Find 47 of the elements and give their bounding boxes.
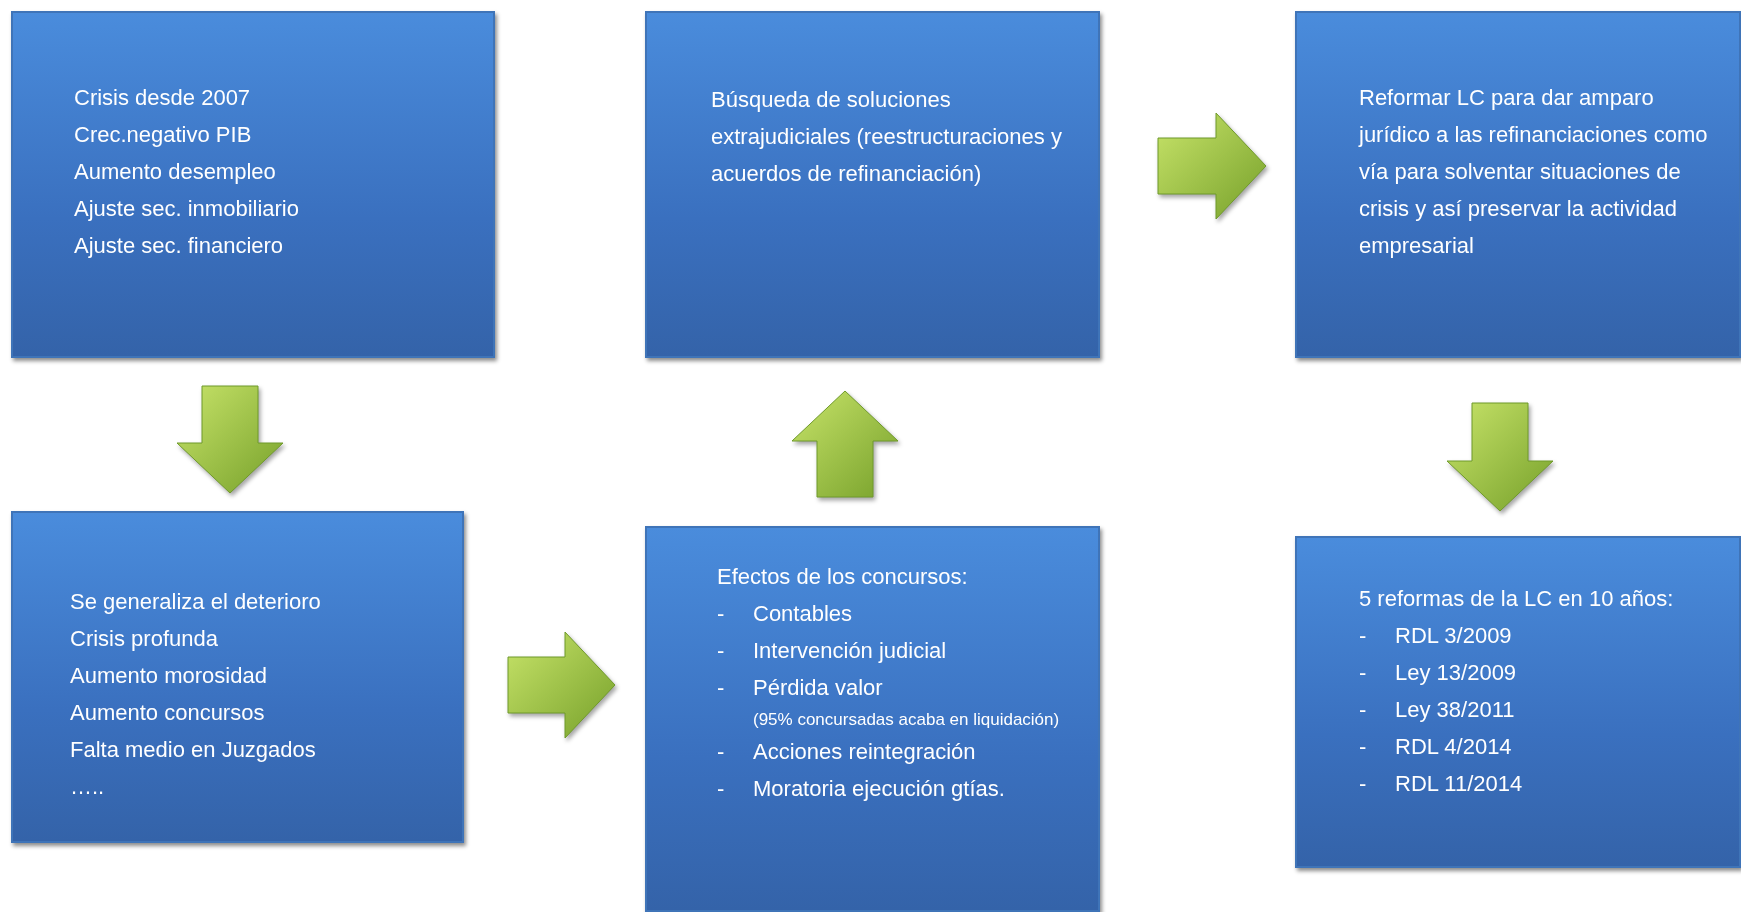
list-dash: - bbox=[717, 600, 725, 628]
list-item-text: RDL 4/2014 bbox=[1395, 734, 1512, 759]
list-dash: - bbox=[717, 775, 725, 803]
box-text: ….. bbox=[70, 773, 106, 801]
list-dash: - bbox=[717, 637, 725, 665]
box-text: Aumento concursos bbox=[70, 699, 266, 727]
process-box bbox=[1295, 536, 1741, 868]
process-box bbox=[11, 11, 495, 358]
list-item-text: Ley 38/2011 bbox=[1395, 697, 1515, 722]
process-box bbox=[645, 526, 1100, 912]
box-text: Reformar LC para dar amparo jurídico a las refinanciaciones como vía para solventar situaciones de crisis y así preservar la actividad empresarial bbox=[1359, 84, 1709, 260]
list-item-text: Pérdida valor bbox=[753, 675, 883, 700]
box-text: Crisis profunda bbox=[70, 625, 219, 653]
block-arrow bbox=[1157, 112, 1267, 220]
process-box bbox=[1295, 11, 1741, 358]
block-arrow bbox=[791, 390, 899, 498]
list-item-text: RDL 3/2009 bbox=[1395, 623, 1512, 648]
list-dash: - bbox=[1359, 733, 1367, 761]
box-text: Crisis desde 2007 bbox=[74, 84, 252, 112]
box-text: Ajuste sec. inmobiliario bbox=[74, 195, 300, 223]
block-arrow bbox=[507, 631, 616, 739]
list-dash: - bbox=[717, 674, 725, 702]
process-box bbox=[645, 11, 1100, 358]
box-text: Efectos de los concursos: bbox=[717, 563, 969, 591]
list-item-text: Contables bbox=[753, 601, 853, 626]
list-item-text: RDL 11/2014 bbox=[1395, 771, 1523, 796]
block-arrow bbox=[176, 385, 284, 494]
box-text: 5 reformas de la LC en 10 años: bbox=[1359, 585, 1675, 613]
list-item-text: Intervención judicial bbox=[753, 638, 947, 663]
list-dash: - bbox=[717, 738, 725, 766]
list-dash: - bbox=[1359, 696, 1367, 724]
box-text: Ajuste sec. financiero bbox=[74, 232, 285, 260]
list-item-text: Acciones reintegración bbox=[753, 739, 976, 764]
note-text: (95% concursadas acaba en liquidación) bbox=[753, 709, 1061, 731]
list-dash: - bbox=[1359, 622, 1367, 650]
box-text: Crec.negativo PIB bbox=[74, 121, 253, 149]
block-arrow bbox=[1446, 402, 1554, 512]
box-text: Aumento desempleo bbox=[74, 158, 277, 186]
list-item-text: Ley 13/2009 bbox=[1395, 660, 1517, 685]
list-item-text: Moratoria ejecución gtías. bbox=[753, 776, 1005, 801]
list-dash: - bbox=[1359, 659, 1367, 687]
box-text: Se generaliza el deterioro bbox=[70, 588, 322, 616]
box-text: Aumento morosidad bbox=[70, 662, 268, 690]
box-text: Falta medio en Juzgados bbox=[70, 736, 317, 764]
process-box bbox=[11, 511, 464, 843]
list-dash: - bbox=[1359, 770, 1367, 798]
box-text: Búsqueda de soluciones extrajudiciales (reestructuraciones y acuerdos de refinanciación) bbox=[711, 86, 1063, 188]
